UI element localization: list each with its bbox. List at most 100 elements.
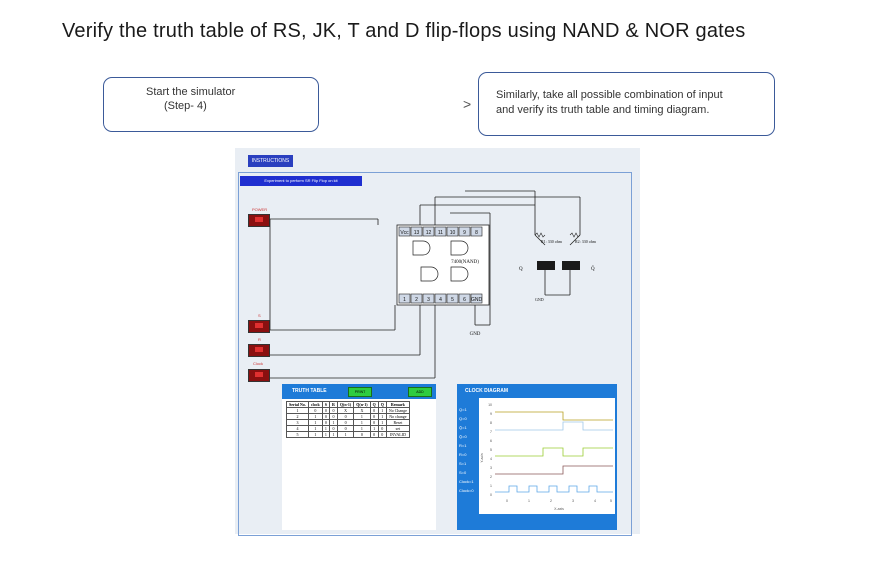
ic-chip-label: 7400(NAND) — [451, 260, 479, 265]
circuit-diagram: Vcc 13 12 11 10 9 8 1 2 3 4 5 6 GND 7400… — [269, 190, 597, 379]
signal-label: Q=1 — [459, 407, 467, 412]
page-title: Verify the truth table of RS, JK, T and … — [62, 20, 746, 42]
add-button[interactable]: ADD — [408, 387, 432, 397]
r-waveform — [495, 447, 613, 457]
y-tick-label: 7 — [490, 430, 492, 434]
clock-waveform — [495, 485, 613, 493]
resistor-icon — [534, 232, 546, 238]
simulator-frame — [238, 172, 632, 536]
step-text-line1: Start the simulator — [146, 86, 236, 98]
ic-pin-label: 4 — [439, 297, 442, 303]
table-cell: 0 — [369, 431, 379, 438]
led-q-icon — [537, 261, 555, 270]
output-q-label: Q — [519, 267, 523, 272]
q-waveform — [495, 411, 613, 421]
table-cell: 0 — [377, 431, 387, 438]
step-text-line1: Similarly, take all possible combination… — [496, 89, 723, 101]
table-cell: 1 — [321, 431, 331, 438]
step-box-similarly: Similarly, take all possible combination… — [478, 72, 775, 136]
table-cell: INVALID — [385, 431, 410, 438]
r-switch[interactable] — [248, 344, 270, 357]
x-tick-label: 0 — [506, 499, 508, 503]
resistor-icon — [569, 232, 581, 238]
r-switch-label: R — [258, 337, 261, 342]
s-waveform — [495, 465, 613, 475]
table-cell: No change — [385, 413, 410, 420]
signal-label: S=1 — [459, 461, 467, 466]
table-cell: No Change — [385, 407, 410, 414]
nand-gate-icon — [450, 240, 469, 256]
y-tick-label: 10 — [488, 403, 492, 407]
ic-pin-label: 1 — [403, 297, 406, 303]
clock-switch-label: Clock — [253, 361, 264, 366]
signal-label: Q̄=0 — [459, 434, 467, 439]
table-header-row: Serial No. clock S R Q(n-1) Q̄(n-1) Q Q̄… — [286, 401, 410, 408]
x-axis-label: X-axis — [554, 507, 564, 511]
clock-switch[interactable] — [248, 369, 270, 382]
led-qbar-icon — [562, 261, 580, 270]
nand-gate-icon — [420, 266, 439, 282]
y-tick-label: 9 — [490, 412, 492, 416]
experiment-title-bar: Experiment to perform SR Flip Flop on ki… — [240, 176, 362, 186]
step-box-start: Start the simulator (Step- 4) — [103, 77, 319, 132]
x-tick-label: 5 — [610, 499, 612, 503]
ic-pin-label: 10 — [450, 230, 456, 236]
column-header: Q̄(n-1) — [353, 401, 371, 408]
x-tick-label: 3 — [572, 499, 574, 503]
y-tick-label: 2 — [490, 475, 492, 479]
y-tick-label: 0 — [490, 493, 492, 497]
ic-pin-label: 12 — [426, 230, 432, 236]
clock-diagram-panel: CLOCK DIAGRAM Q=1 Q=0 Q̄=1 Q̄=0 R=1 R=0 … — [457, 384, 617, 530]
ic-pin-label: 8 — [475, 230, 478, 236]
step-text-line2: and verify its truth table and timing di… — [496, 104, 710, 116]
ic-pin-label: 3 — [427, 297, 430, 303]
signal-label: Clock=0 — [459, 488, 474, 493]
ic-pin-label: 9 — [463, 230, 466, 236]
truth-table-title: TRUTH TABLE — [292, 388, 327, 394]
clock-diagram-title: CLOCK DIAGRAM — [465, 388, 509, 394]
truth-table-panel: TRUTH TABLE PRINT ADD Serial No. clock S… — [282, 384, 436, 530]
qbar-waveform — [495, 421, 613, 431]
x-tick-label: 2 — [550, 499, 552, 503]
resistor-r2-label: R2: 330 ohm — [575, 239, 597, 244]
next-arrow-icon: > — [463, 96, 472, 112]
y-axis-label: Y-axis — [480, 453, 484, 463]
column-header: Serial No. — [286, 401, 309, 408]
signal-label: Q̄=1 — [459, 425, 467, 430]
nand-gate-icon — [412, 240, 431, 256]
signal-label: Clock=1 — [459, 479, 474, 484]
s-switch[interactable] — [248, 320, 270, 333]
instructions-button[interactable]: INSTRUCTIONS — [248, 155, 293, 167]
ic-pin-label: GND — [471, 297, 483, 303]
output-qbar-label: Q̄ — [591, 266, 595, 272]
ic-pin-label: Vcc — [400, 230, 409, 236]
ic-pin-label: 5 — [451, 297, 454, 303]
output-gnd-label: GND — [535, 297, 544, 302]
power-switch-label: POWER — [252, 207, 268, 212]
truth-table: Serial No. clock S R Q(n-1) Q̄(n-1) Q Q̄… — [286, 401, 410, 438]
print-button[interactable]: PRINT — [348, 387, 372, 397]
clock-diagram-plot: 10 9 8 7 6 5 4 3 2 1 0 0 1 2 3 4 5 X-axi… — [479, 398, 615, 514]
signal-label: R=1 — [459, 443, 467, 448]
table-cell: 1 — [307, 431, 323, 438]
x-tick-label: 4 — [594, 499, 596, 503]
y-tick-label: 3 — [490, 466, 492, 470]
nand-gate-icon — [450, 266, 469, 282]
ic-pin-label: 13 — [414, 230, 420, 236]
signal-label: Q=0 — [459, 416, 467, 421]
power-switch[interactable] — [248, 214, 270, 227]
ic-pin-label: 6 — [463, 297, 466, 303]
y-tick-label: 4 — [490, 457, 492, 461]
truth-table-header: TRUTH TABLE PRINT ADD — [282, 384, 436, 399]
table-cell: 5 — [286, 431, 309, 438]
step-text-line2: (Step- 4) — [164, 100, 207, 112]
ic-pin-label: 2 — [415, 297, 418, 303]
table-cell: 0 — [353, 431, 371, 438]
s-switch-label: S — [258, 313, 261, 318]
ic-chip — [396, 224, 490, 306]
signal-label: S=0 — [459, 470, 467, 475]
table-cell: 1 — [329, 431, 338, 438]
